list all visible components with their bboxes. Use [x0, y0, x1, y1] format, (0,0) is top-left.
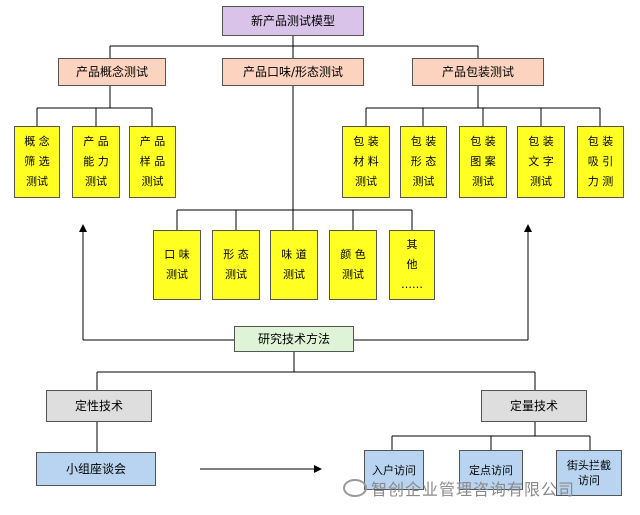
home-interview-box: 入户访问 — [364, 450, 424, 490]
package-appeal-test: 包 装 吸 引 力 测 — [577, 126, 624, 198]
street-intercept-box: 街头拦截 访问 — [556, 450, 622, 496]
form-test: 形 态 测试 — [212, 230, 260, 300]
taste-form-test-box: 产品口味/形态测试 — [222, 58, 364, 86]
package-material-test: 包 装 材 料 测试 — [342, 126, 390, 198]
quantitative-box: 定量技术 — [481, 390, 587, 422]
product-capability-test: 产 品 能 力 测试 — [72, 126, 120, 198]
watermark: 智创企业管理咨询有限公司 — [343, 476, 575, 500]
package-form-test: 包 装 形 态 测试 — [400, 126, 447, 198]
product-sample-test: 产 品 样 品 测试 — [129, 126, 176, 198]
concept-test-box: 产品概念测试 — [58, 58, 166, 86]
taste-test: 口 味 测试 — [153, 230, 201, 300]
wechat-icon — [343, 479, 367, 497]
color-test: 颜 色 测试 — [329, 230, 377, 300]
concept-screening-test: 概 念 筛 选 测试 — [14, 126, 60, 198]
fixed-location-interview-box: 定点访问 — [459, 450, 523, 490]
other-test: 其 他 …… — [389, 230, 435, 300]
research-methods-box: 研究技术方法 — [234, 326, 354, 352]
package-pattern-test: 包 装 图 案 测试 — [459, 126, 507, 198]
focus-group-box: 小组座谈会 — [36, 452, 156, 486]
flavor-test: 味 道 测试 — [270, 230, 318, 300]
qualitative-box: 定性技术 — [46, 390, 152, 422]
package-text-test: 包 装 文 字 测试 — [517, 126, 565, 198]
package-test-box: 产品包装测试 — [412, 58, 544, 86]
model-title: 新产品测试模型 — [222, 6, 364, 36]
